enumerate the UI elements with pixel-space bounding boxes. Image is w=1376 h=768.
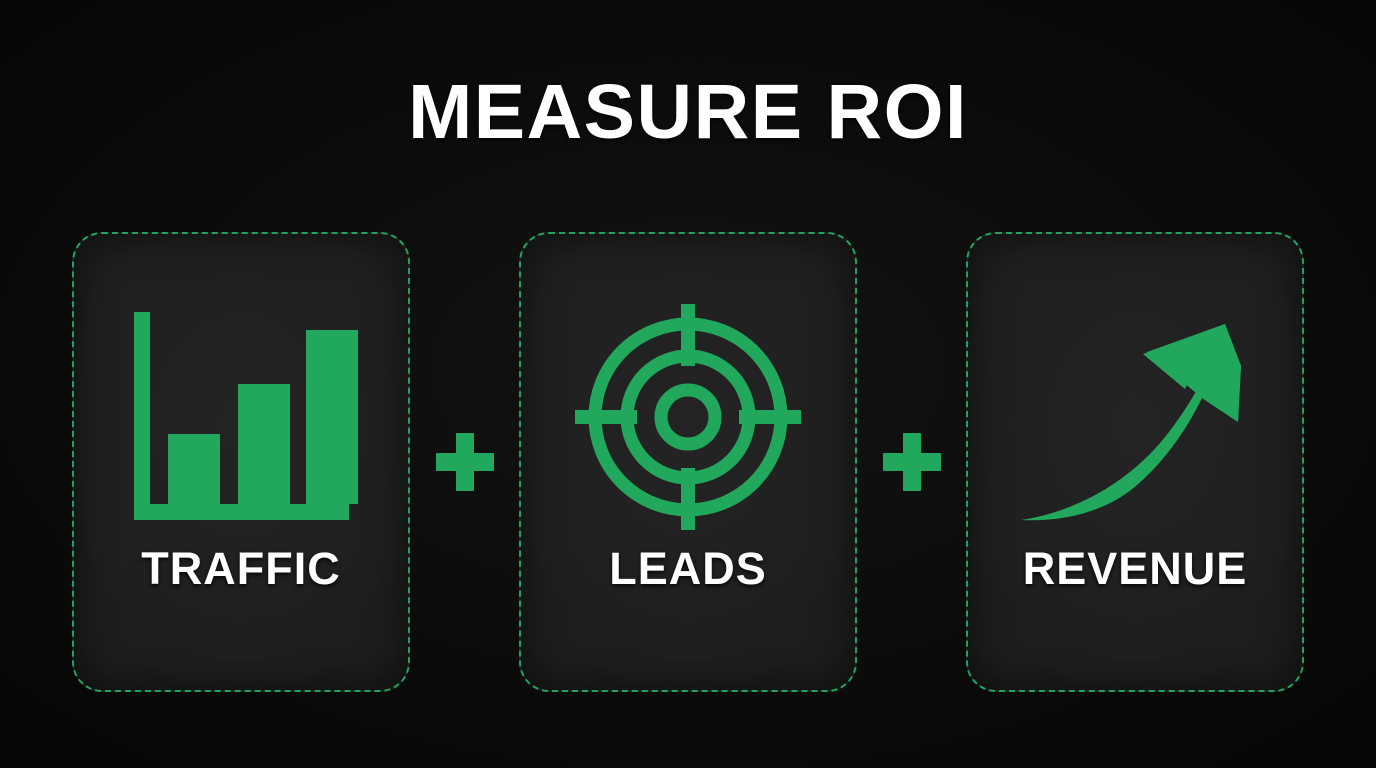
metric-card-row: TRAFFIC xyxy=(72,232,1304,692)
card-label-leads: LEADS xyxy=(609,543,767,594)
bar-chart-icon xyxy=(74,292,408,542)
metric-card-revenue[interactable]: REVENUE xyxy=(966,232,1304,692)
bar-3 xyxy=(305,330,358,504)
plus-separator-1 xyxy=(435,433,494,491)
crosshair-ticks xyxy=(575,304,801,530)
metric-card-leads[interactable]: LEADS xyxy=(519,232,857,692)
plus-separator-2 xyxy=(882,433,941,491)
bar-1 xyxy=(167,434,220,504)
page-title: MEASURE ROI xyxy=(408,69,968,155)
card-label-traffic: TRAFFIC xyxy=(141,543,341,594)
bar-2 xyxy=(237,384,290,504)
target-crosshair-icon xyxy=(521,292,855,542)
metric-card-traffic[interactable]: TRAFFIC xyxy=(72,232,410,692)
target-middle-ring xyxy=(620,349,756,485)
card-label-revenue: REVENUE xyxy=(1022,543,1248,594)
target-inner-ring xyxy=(654,383,722,451)
growth-arrow-icon xyxy=(968,292,1302,542)
